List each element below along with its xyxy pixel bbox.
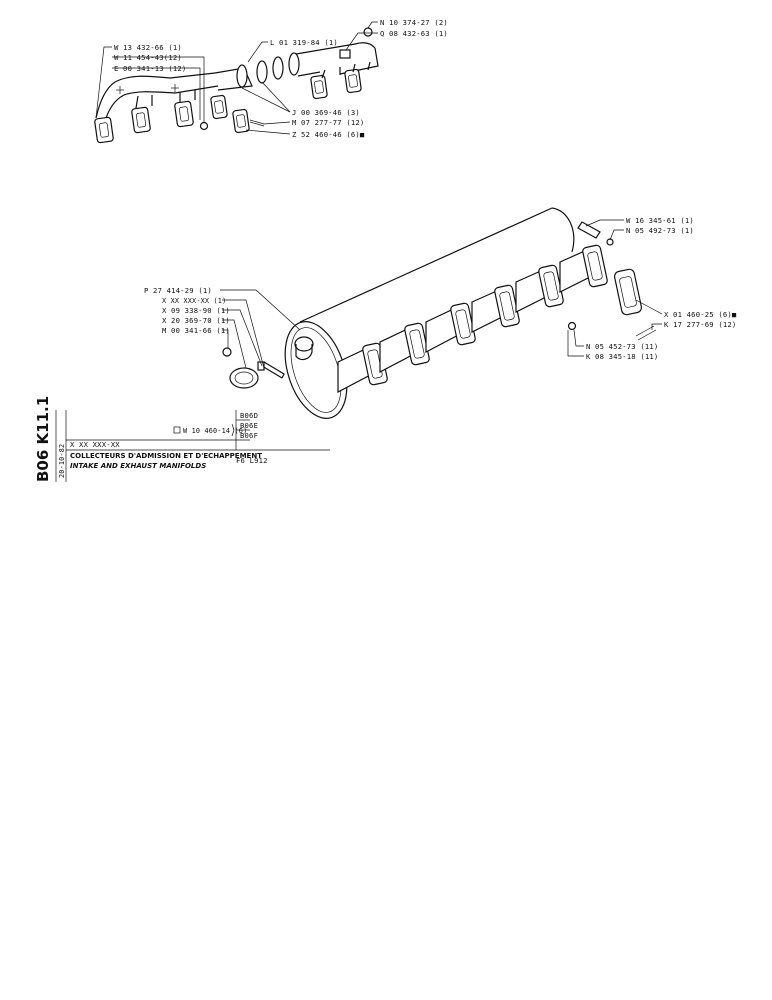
label-q08-432-63: Q 08 432-63 (1): [380, 29, 448, 38]
upper-exhaust-manifold-drawing: [94, 27, 379, 144]
title-french: COLLECTEURS D'ADMISSION ET D'ECHAPPEMENT: [70, 452, 262, 460]
date-stamp: 20-10-82: [58, 444, 66, 478]
upper-part-labels: W 13 432-66 (1) W 11 454-43(12) E 00 341…: [114, 18, 448, 139]
variant-note: W 10 460-14 (6): [183, 427, 247, 435]
label-x01-460-25: X 01 460-25 (6)■: [664, 310, 737, 319]
part-number-placeholder: X XX XXX-XX: [70, 440, 120, 449]
label-m07-277-77: M 07 277-77 (12): [292, 118, 364, 127]
label-z52-460-46: Z 52 460-46 (6)■: [292, 130, 365, 139]
engine-model: F6 L912: [236, 456, 268, 465]
label-x20-369-70: X 20 369-70 (1): [162, 316, 230, 325]
intake-ports: [337, 244, 608, 393]
label-j00-369-46: J 00 369-46 (3): [292, 108, 360, 117]
label-m00-341-66: M 00 341-66 (1): [162, 326, 230, 335]
label-w16-345-61: W 16 345-61 (1): [626, 216, 694, 225]
variant-checkbox: [173, 426, 181, 434]
lower-part-labels: W 16 345-61 (1) N 05 492-73 (1) P 27 414…: [144, 216, 737, 361]
page-code: B06 K11.1: [34, 396, 52, 482]
variant-b06d: B06D: [240, 411, 258, 420]
label-n10-374-27: N 10 374-27 (2): [380, 18, 448, 27]
title-english: INTAKE AND EXHAUST MANIFOLDS: [70, 462, 206, 470]
variant-b06f: B06F: [240, 431, 258, 440]
label-l01-319-84: L 01 319-84 (1): [270, 38, 338, 47]
variant-b06e: B06E: [240, 421, 258, 430]
upper-leader-lines: [95, 21, 378, 135]
label-p27-414-29: P 27 414-29 (1): [144, 286, 212, 295]
label-k08-345-18: K 08 345-18 (11): [586, 352, 658, 361]
label-w11-454-43: W 11 454-43(12): [114, 53, 182, 62]
label-n05-492-73: N 05 492-73 (1): [626, 226, 694, 235]
lower-intake-manifold-drawing: [222, 207, 657, 419]
label-n05-452-73: N 05 452-73 (11): [586, 342, 658, 351]
lower-leader-lines: [220, 219, 663, 369]
label-x09-338-90: X 09 338-90 (1): [162, 306, 230, 315]
label-w13-432-66: W 13 432-66 (1): [114, 43, 182, 52]
label-x-xx-xxx-xx: X XX XXX-XX (1): [162, 297, 226, 305]
label-e00-341-13: E 00 341-13 (12): [114, 64, 186, 73]
label-k17-277-69: K 17 277-69 (12): [664, 320, 736, 329]
title-block: B06 K11.1 20-10-82 X XX XXX-XX W 10 460-…: [34, 396, 330, 482]
